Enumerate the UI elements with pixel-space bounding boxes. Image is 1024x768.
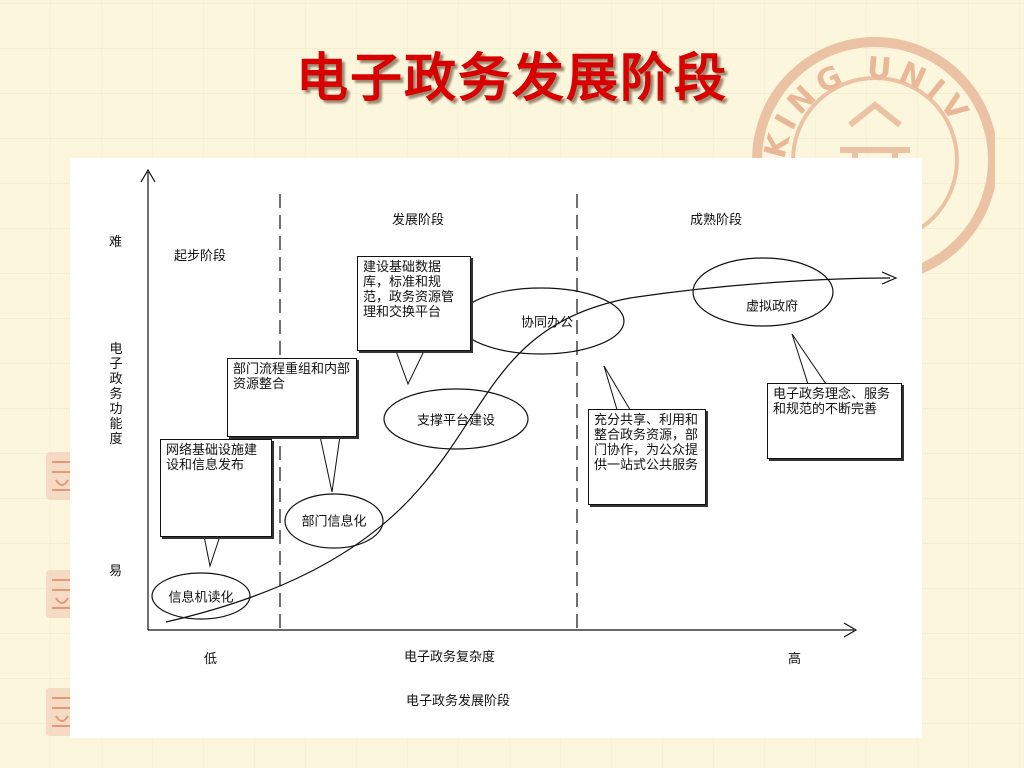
milestone-label-2: 部门信息化: [301, 514, 367, 530]
decorative-seal-icon: [46, 570, 76, 618]
growth-curve: [165, 277, 891, 623]
stage-label-develop: 发展阶段: [392, 213, 445, 228]
stage-diagram: 起步阶段 发展阶段 成熟阶段 难 电子政务功能度 易 低 电子政务复杂度 高 电…: [70, 158, 922, 738]
growth-curve-arrowhead: [881, 271, 898, 285]
y-axis-arrowhead: [140, 168, 156, 183]
callout-pointer-4: [603, 365, 633, 414]
callout-pointer-2: [319, 435, 341, 493]
callout-infrastructure: 网络基础设施建设和信息发布: [160, 439, 272, 537]
callout-pointer-1: [203, 535, 221, 568]
callout-virtual-gov: 电子政务理念、服务和规范的不断完善: [767, 383, 902, 459]
callout-collaboration: 充分共享、利用和整合政务资源，部门协作，为公众提供一站式公共服务: [588, 409, 706, 505]
stage-label-start: 起步阶段: [174, 249, 227, 264]
y-axis-bottom-label: 易: [109, 564, 123, 579]
y-axis-title: 电子政务功能度: [109, 342, 123, 447]
x-axis-title: 电子政务复杂度: [404, 650, 496, 665]
callout-pointer-3: [395, 350, 425, 386]
stage-label-mature: 成熟阶段: [690, 213, 743, 228]
slide-title: 电子政务发展阶段: [295, 49, 728, 109]
x-axis-high-label: 高: [788, 652, 802, 667]
milestone-ellipse-2: [284, 493, 384, 549]
x-axis-arrowhead: [843, 622, 858, 638]
milestone-ellipse-5: [692, 257, 834, 327]
milestone-label-4: 协同办公: [520, 315, 574, 331]
callout-process-reorg: 部门流程重组和内部资源整合: [227, 358, 357, 437]
milestone-ellipse-1: [151, 572, 251, 620]
milestone-label-5: 虚拟政府: [745, 299, 799, 315]
diagram-drawing: [140, 168, 898, 638]
y-axis-top-label: 难: [109, 235, 123, 250]
milestone-ellipse-3: [383, 388, 529, 450]
diagram-caption: 电子政务发展阶段: [406, 694, 511, 709]
milestone-label-1: 信息机读化: [168, 590, 234, 606]
decorative-seal-icon: [46, 688, 76, 736]
callout-platform: 建设基础数据库，标准和规范，政务资源管理和交换平台: [357, 256, 471, 351]
milestone-label-3: 支撑平台建设: [416, 413, 496, 429]
callout-pointer-5: [791, 333, 827, 385]
decorative-seal-icon: [46, 452, 76, 500]
x-axis-low-label: 低: [204, 652, 218, 667]
